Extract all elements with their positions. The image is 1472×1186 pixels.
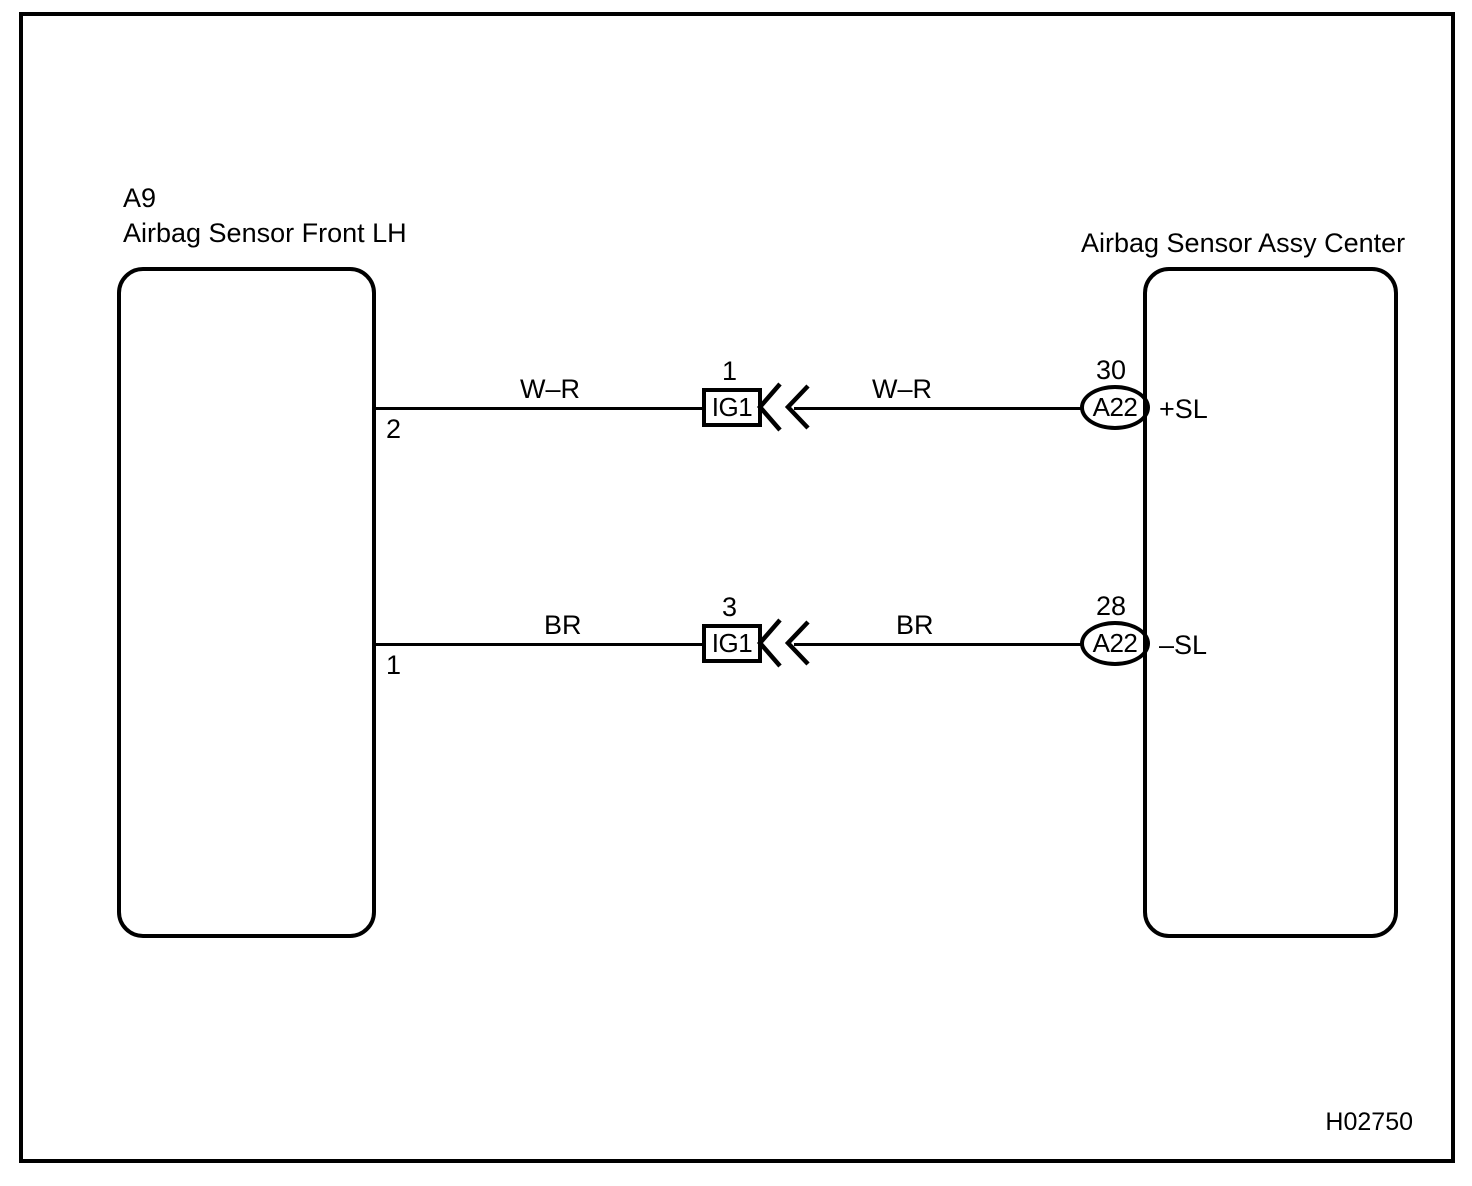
diagram-frame: A9 Airbag Sensor Front LH Airbag Sensor …	[19, 12, 1455, 1163]
circuit-1-terminal-connector: A22	[1080, 385, 1150, 430]
circuit-1-junction-pin: 1	[722, 356, 738, 386]
circuit-1-junction-block: IG1	[702, 388, 762, 427]
circuit-1-connector-label: A22	[1092, 392, 1138, 422]
circuit-1-left-wire	[374, 407, 704, 410]
left-component-caption: A9 Airbag Sensor Front LH	[123, 181, 407, 250]
left-component-name: Airbag Sensor Front LH	[123, 217, 407, 248]
circuit-1-junction-label: IG1	[711, 392, 753, 422]
circuit-2-left-pin: 1	[386, 650, 402, 680]
circuit-2-terminal-number: 28	[1096, 591, 1127, 621]
circuit-1-left-pin: 2	[386, 414, 402, 444]
circuit-2-connector-label: A22	[1092, 628, 1138, 658]
circuit-1-right-wire	[794, 407, 1090, 410]
circuit-2-signal-name: –SL	[1159, 630, 1208, 660]
circuit-1-left-wire-color: W–R	[520, 374, 580, 404]
circuit-2-direction-chevrons	[757, 618, 810, 668]
circuit-1-right-wire-color: W–R	[872, 374, 932, 404]
left-connector-box	[117, 267, 376, 938]
circuit-2-right-wire	[794, 643, 1090, 646]
circuit-2-right-wire-color: BR	[896, 610, 934, 640]
circuit-2-junction-label: IG1	[711, 628, 753, 658]
right-connector-box	[1143, 267, 1398, 938]
circuit-1-terminal-number: 30	[1096, 355, 1127, 385]
circuit-1-signal-name: +SL	[1159, 394, 1208, 424]
right-box-edge-segment-1	[1143, 385, 1147, 430]
right-box-edge-segment-2	[1143, 621, 1147, 666]
circuit-1-direction-chevrons	[757, 382, 810, 432]
circuit-2-left-wire-color: BR	[544, 610, 582, 640]
circuit-2-junction-block: IG1	[702, 624, 762, 663]
right-component-caption: Airbag Sensor Assy Center	[1081, 226, 1405, 261]
right-component-name: Airbag Sensor Assy Center	[1081, 228, 1406, 258]
circuit-2-junction-pin: 3	[722, 592, 738, 622]
circuit-2-left-wire	[374, 643, 704, 646]
figure-id-code: H02750	[1325, 1108, 1413, 1136]
circuit-2-terminal-connector: A22	[1080, 621, 1150, 666]
left-component-ref: A9	[123, 183, 157, 213]
